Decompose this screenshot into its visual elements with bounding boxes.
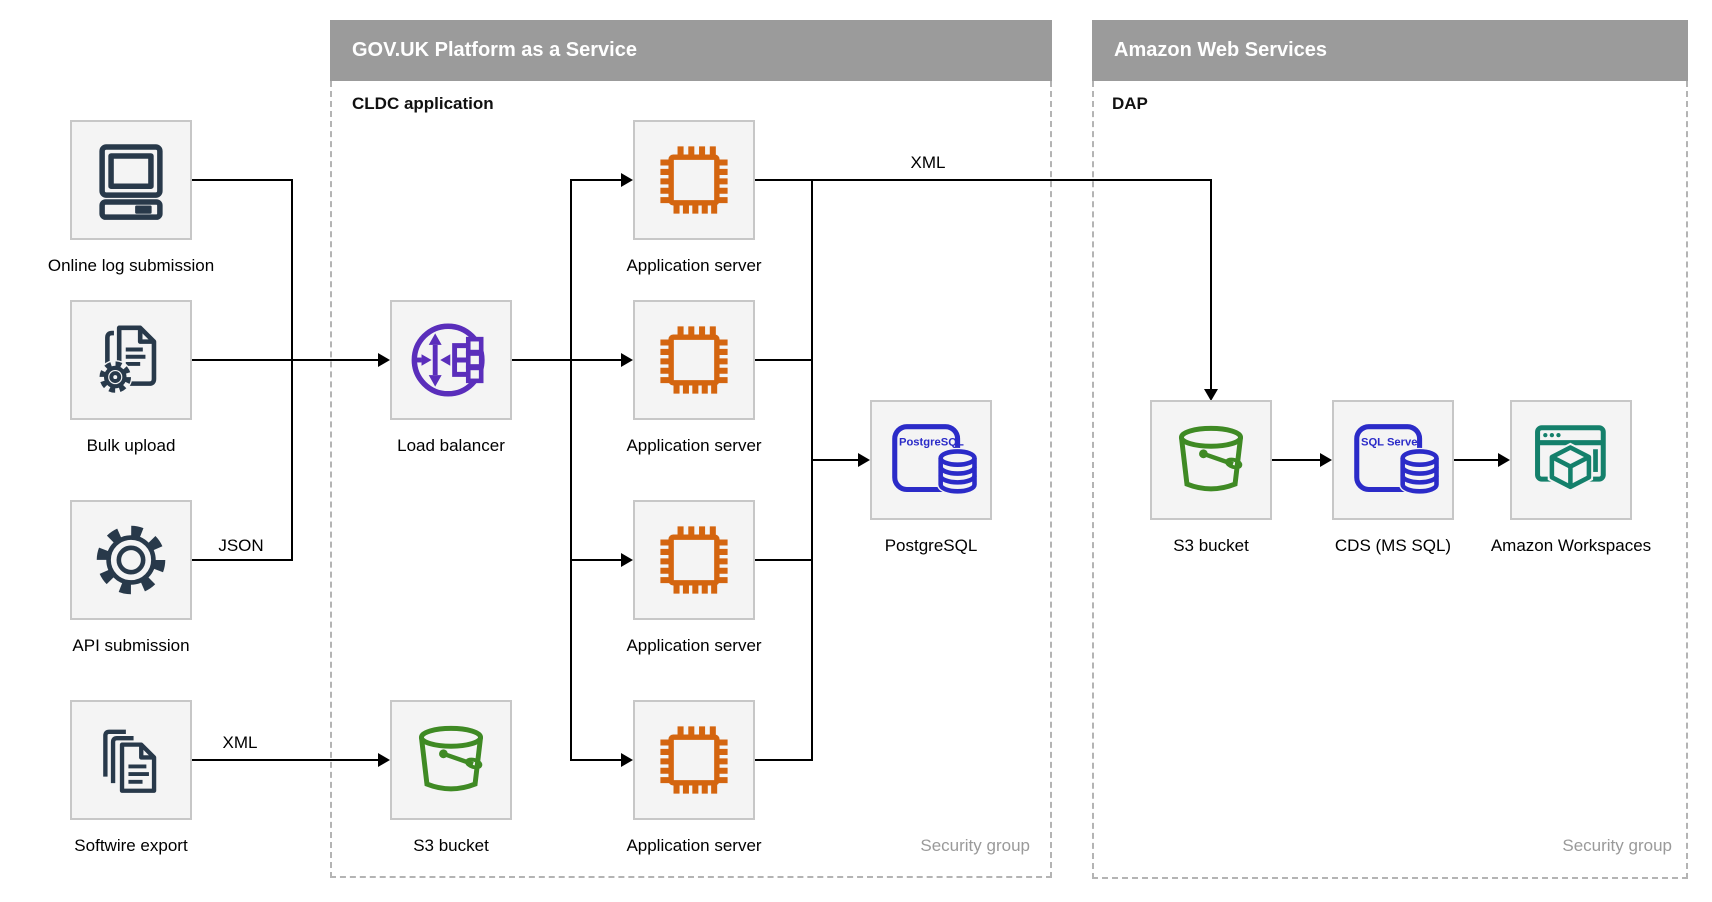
edge-to-appserver-2 <box>572 359 621 361</box>
edge-collector-vertical <box>811 179 813 761</box>
arrowhead-to-load-balancer <box>378 353 390 367</box>
edge-appserver-3-out <box>755 559 813 561</box>
edge-xml-feed-horizontal <box>811 179 1212 181</box>
edge-to-appserver-1 <box>572 179 621 181</box>
edge-api-out <box>192 559 292 561</box>
arrowhead-appserver-3 <box>621 553 633 567</box>
arrowhead-cds <box>1320 453 1332 467</box>
edge-label-json: JSON <box>218 536 264 555</box>
edge-label-xml-feed: XML <box>910 153 946 172</box>
node-load-balancer[interactable] <box>390 300 512 420</box>
node-softwire-export[interactable] <box>70 700 192 820</box>
arrowhead-softwire-to-s3 <box>378 753 390 767</box>
edge-appserver-1-out <box>755 179 813 181</box>
edge-softwire-to-s3 <box>192 759 380 761</box>
chip-icon <box>660 526 728 594</box>
arrowhead-appserver-4 <box>621 753 633 767</box>
node-label-cds-mssql: CDS (MS SQL) <box>1334 536 1452 555</box>
aws-zone-body <box>1092 81 1688 879</box>
edge-to-load-balancer <box>192 359 380 361</box>
node-label-app-server-2: Application server <box>626 436 762 455</box>
postgresql-badge-text: PostgreSQL <box>899 436 964 448</box>
sql-server-database-icon: SQL Server <box>1354 423 1439 495</box>
edge-appserver-4-out <box>755 759 813 761</box>
node-label-amazon-workspaces: Amazon Workspaces <box>1490 536 1652 555</box>
load-balancer-icon <box>411 323 485 397</box>
node-app-server-2[interactable] <box>633 300 755 420</box>
node-label-postgresql: PostgreSQL <box>884 536 978 555</box>
document-gear-icon <box>98 325 157 395</box>
node-label-softwire-export: Softwire export <box>74 836 188 855</box>
node-label-govuk-s3-bucket: S3 bucket <box>413 836 489 855</box>
node-cds-mssql[interactable]: SQL Server <box>1332 400 1454 520</box>
node-label-api-submission: API submission <box>72 636 190 655</box>
govuk-zone-sublabel: CLDC application <box>352 94 494 113</box>
node-amazon-workspaces[interactable] <box>1510 400 1632 520</box>
edge-to-postgresql <box>813 459 858 461</box>
node-label-load-balancer: Load balancer <box>397 436 505 455</box>
node-postgresql[interactable]: PostgreSQL <box>870 400 992 520</box>
node-label-bulk-upload: Bulk upload <box>86 436 176 455</box>
govuk-security-group-label: Security group <box>920 836 1030 855</box>
aws-zone-title: Amazon Web Services <box>1114 39 1328 61</box>
node-govuk-s3-bucket[interactable] <box>390 700 512 820</box>
govuk-zone-title: GOV.UK Platform as a Service <box>352 39 637 61</box>
edge-label-xml-softwire: XML <box>222 733 258 752</box>
edge-to-appserver-3 <box>572 559 621 561</box>
node-app-server-1[interactable] <box>633 120 755 240</box>
node-online-log-submission[interactable] <box>70 120 192 240</box>
arrowhead-postgresql <box>858 453 870 467</box>
chip-icon <box>660 726 728 794</box>
aws-zone-header: Amazon Web Services <box>1092 20 1688 81</box>
s3-bucket-icon <box>418 725 484 792</box>
edge-s3-to-cds <box>1272 459 1320 461</box>
workspaces-browser-cube-icon <box>1535 425 1606 492</box>
s3-bucket-icon <box>1178 425 1244 492</box>
gear-icon <box>96 525 166 595</box>
computer-icon <box>99 144 163 220</box>
edge-cds-to-workspaces <box>1454 459 1498 461</box>
node-app-server-3[interactable] <box>633 500 755 620</box>
edge-xml-feed-vertical <box>1210 179 1212 389</box>
edge-appserver-2-out <box>755 359 813 361</box>
node-label-aws-s3-bucket: S3 bucket <box>1173 536 1249 555</box>
node-aws-s3-bucket[interactable] <box>1150 400 1272 520</box>
edge-onlinelog-out <box>192 179 292 181</box>
arrowhead-aws-s3 <box>1204 389 1218 401</box>
govuk-zone-body <box>330 81 1052 878</box>
node-app-server-4[interactable] <box>633 700 755 820</box>
chip-icon <box>660 146 728 214</box>
edge-to-appserver-4 <box>572 759 621 761</box>
node-label-app-server-1: Application server <box>626 256 762 275</box>
edge-distribution-vertical <box>570 179 572 761</box>
arrowhead-appserver-1 <box>621 173 633 187</box>
node-label-online-log-submission: Online log submission <box>47 256 215 275</box>
postgresql-database-icon: PostgreSQL <box>892 423 977 495</box>
node-label-app-server-3: Application server <box>626 636 762 655</box>
aws-zone-sublabel: DAP <box>1112 94 1148 113</box>
govuk-zone-header: GOV.UK Platform as a Service <box>330 20 1052 81</box>
chip-icon <box>660 326 728 394</box>
arrowhead-workspaces <box>1498 453 1510 467</box>
sql-server-badge-text: SQL Server <box>1361 436 1423 448</box>
edge-lb-out <box>511 359 572 361</box>
node-bulk-upload[interactable] <box>70 300 192 420</box>
node-label-app-server-4: Application server <box>626 836 762 855</box>
node-api-submission[interactable] <box>70 500 192 620</box>
arrowhead-appserver-2 <box>621 353 633 367</box>
stacked-documents-icon <box>103 729 157 793</box>
edge-junction-vertical <box>291 179 293 561</box>
aws-security-group-label: Security group <box>1562 836 1672 855</box>
